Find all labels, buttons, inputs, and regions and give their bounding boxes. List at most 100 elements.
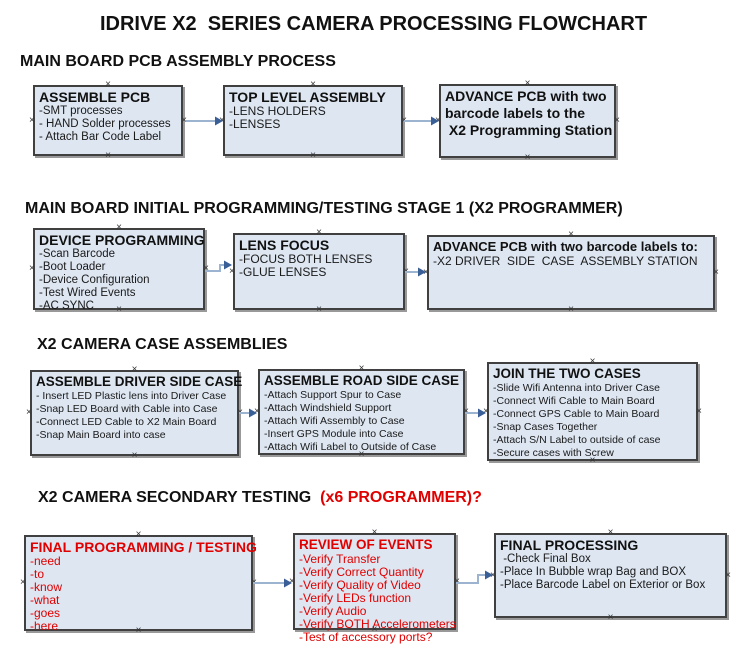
box-item: -need bbox=[30, 554, 61, 568]
connection-handle-icon: × bbox=[713, 266, 719, 278]
connection-handle-icon: × bbox=[696, 405, 702, 417]
connection-handle-icon: × bbox=[316, 227, 322, 238]
connector-arrow[interactable] bbox=[404, 264, 428, 280]
box-title: JOIN THE TWO CASES bbox=[493, 366, 641, 381]
connection-handle-icon: × bbox=[310, 150, 316, 161]
connection-handle-icon: × bbox=[20, 577, 26, 588]
box-item: - HAND Solder processes bbox=[39, 118, 171, 130]
connection-handle-icon: × bbox=[135, 625, 142, 636]
box-device-programming[interactable]: DEVICE PROGRAMMING-Scan Barcode-Boot Loa… bbox=[29, 223, 209, 315]
box-item: -Connect Wifi Cable to Main Board bbox=[493, 395, 655, 407]
section-header-red-text: (x6 PROGRAMMER)? bbox=[315, 489, 482, 506]
box-item: -Snap Main Board into case bbox=[36, 429, 166, 441]
box-advance-pcb-with-two-barcode-labels-to[interactable]: ADVANCE PCB with two barcode labels to:-… bbox=[423, 230, 719, 315]
box-title: ASSEMBLE PCB bbox=[39, 89, 151, 105]
connector-arrow[interactable] bbox=[253, 575, 294, 591]
box-item: -Place In Bubble wrap Bag and BOX bbox=[500, 566, 687, 578]
connection-handle-icon: × bbox=[131, 364, 138, 375]
arrowhead-icon bbox=[418, 267, 426, 277]
box-assemble-driver-side-case[interactable]: ASSEMBLE DRIVER SIDE CASE- Insert LED Pl… bbox=[26, 365, 243, 461]
connection-handle-icon: × bbox=[29, 263, 35, 274]
section-header-main-board-pcb-assembly-process: MAIN BOARD PCB ASSEMBLY PROCESS bbox=[20, 53, 336, 71]
box-title: ADVANCE PCB with two bbox=[445, 88, 607, 104]
box-item: -Connect GPS Cable to Main Board bbox=[493, 408, 660, 420]
box-lens-focus[interactable]: LENS FOCUS-FOCUS BOTH LENSES-GLUE LENSES… bbox=[229, 228, 409, 315]
connection-handle-icon: × bbox=[219, 114, 225, 126]
connection-handle-icon: × bbox=[371, 527, 378, 538]
box-assemble-road-side-case[interactable]: ASSEMBLE ROAD SIDE CASE-Attach Support S… bbox=[254, 364, 469, 460]
box-final-processing[interactable]: FINAL PROCESSING -Check Final Box-Place … bbox=[490, 528, 731, 623]
box-item: -Connect LED Cable to X2 Main Board bbox=[36, 416, 217, 428]
connection-handle-icon: × bbox=[524, 78, 531, 89]
connector-arrow[interactable] bbox=[185, 113, 225, 129]
box-item: -know bbox=[30, 580, 63, 594]
box-item: -Verify BOTH Accelerometers bbox=[299, 617, 456, 631]
connection-handle-icon: × bbox=[26, 407, 32, 418]
connection-handle-icon: × bbox=[454, 575, 460, 587]
connection-handle-icon: × bbox=[568, 229, 574, 240]
connection-handle-icon: × bbox=[203, 263, 209, 274]
section-header-text: MAIN BOARD INITIAL PROGRAMMING/TESTING S… bbox=[25, 200, 623, 217]
arrowhead-icon bbox=[485, 570, 493, 580]
box-item: - Attach Bar Code Label bbox=[39, 131, 162, 143]
arrowhead-icon bbox=[431, 116, 439, 126]
arrowhead-icon bbox=[249, 408, 257, 418]
box-item: -Scan Barcode bbox=[39, 248, 116, 260]
box-item: -goes bbox=[30, 606, 61, 620]
connection-handle-icon: × bbox=[229, 265, 235, 277]
box-item: -Device Configuration bbox=[39, 274, 150, 286]
connection-handle-icon: × bbox=[131, 450, 138, 461]
arrowhead-icon bbox=[478, 408, 486, 418]
box-final-programming-testing[interactable]: FINAL PROGRAMMING / TESTING-need-to-know… bbox=[20, 530, 257, 636]
connector-arrow[interactable] bbox=[204, 258, 234, 278]
box-title: DEVICE PROGRAMMING bbox=[39, 232, 205, 248]
box-assemble-pcb[interactable]: ASSEMBLE PCB-SMT processes- HAND Solder … bbox=[29, 80, 187, 161]
box-item: -here bbox=[30, 619, 59, 633]
connection-handle-icon: × bbox=[607, 612, 614, 623]
connection-handle-icon: × bbox=[116, 304, 122, 315]
section-header-text: X2 CAMERA SECONDARY TESTING bbox=[38, 489, 316, 506]
connection-handle-icon: × bbox=[614, 115, 620, 126]
box-item: -Verify Transfer bbox=[299, 552, 381, 566]
connector-arrow[interactable] bbox=[239, 405, 259, 421]
box-item: -Test Wired Events bbox=[39, 287, 136, 299]
connector-arrow[interactable] bbox=[403, 113, 441, 129]
box-item: -GLUE LENSES bbox=[239, 265, 327, 279]
arrowhead-icon bbox=[284, 578, 292, 588]
connection-handle-icon: × bbox=[105, 79, 111, 90]
arrowhead-icon bbox=[215, 116, 223, 126]
connection-handle-icon: × bbox=[135, 529, 142, 540]
connector-arrow[interactable] bbox=[456, 567, 495, 591]
section-header-text: MAIN BOARD PCB ASSEMBLY PROCESS bbox=[20, 53, 336, 70]
connection-handle-icon: × bbox=[463, 406, 469, 417]
box-title: FINAL PROGRAMMING / TESTING bbox=[30, 539, 257, 555]
box-item: -Attach S/N Label to outside of case bbox=[493, 434, 661, 446]
connector-arrow[interactable] bbox=[465, 405, 488, 421]
box-title: ASSEMBLE DRIVER SIDE CASE bbox=[36, 374, 243, 389]
box-item: -Secure cases with Screw bbox=[493, 447, 614, 459]
connection-handle-icon: × bbox=[310, 79, 316, 90]
box-join-the-two-cases[interactable]: JOIN THE TWO CASES-Slide Wifi Antenna in… bbox=[483, 357, 702, 466]
section-header-main-board-initial-programming-testing-stage-1-x2-programmer: MAIN BOARD INITIAL PROGRAMMING/TESTING S… bbox=[25, 200, 623, 218]
connection-handle-icon: × bbox=[483, 405, 489, 417]
box-item: -what bbox=[30, 593, 60, 607]
connection-handle-icon: × bbox=[254, 406, 260, 417]
box-review-of-events[interactable]: REVIEW OF EVENTS-Verify Transfer-Verify … bbox=[289, 528, 460, 644]
box-title: ADVANCE PCB with two barcode labels to: bbox=[433, 239, 698, 254]
box-top-level-assembly[interactable]: TOP LEVEL ASSEMBLY-LENS HOLDERS-LENSES××… bbox=[219, 80, 407, 161]
box-title: LENS FOCUS bbox=[239, 237, 330, 253]
box-item: -Snap LED Board with Cable into Case bbox=[36, 403, 218, 415]
box-item: -Snap Cases Together bbox=[493, 421, 598, 433]
box-item: -FOCUS BOTH LENSES bbox=[239, 252, 373, 266]
connection-handle-icon: × bbox=[607, 527, 614, 538]
box-item: -LENS HOLDERS bbox=[229, 104, 326, 118]
connection-handle-icon: × bbox=[589, 356, 596, 367]
box-title: barcode labels to the bbox=[445, 105, 586, 121]
connection-handle-icon: × bbox=[371, 624, 378, 635]
connection-handle-icon: × bbox=[524, 152, 531, 163]
box-item: -to bbox=[30, 567, 45, 581]
box-item: -Verify Audio bbox=[299, 604, 367, 618]
section-header-x2-camera-case-assemblies: X2 CAMERA CASE ASSEMBLIES bbox=[37, 336, 287, 354]
connection-handle-icon: × bbox=[29, 114, 35, 126]
